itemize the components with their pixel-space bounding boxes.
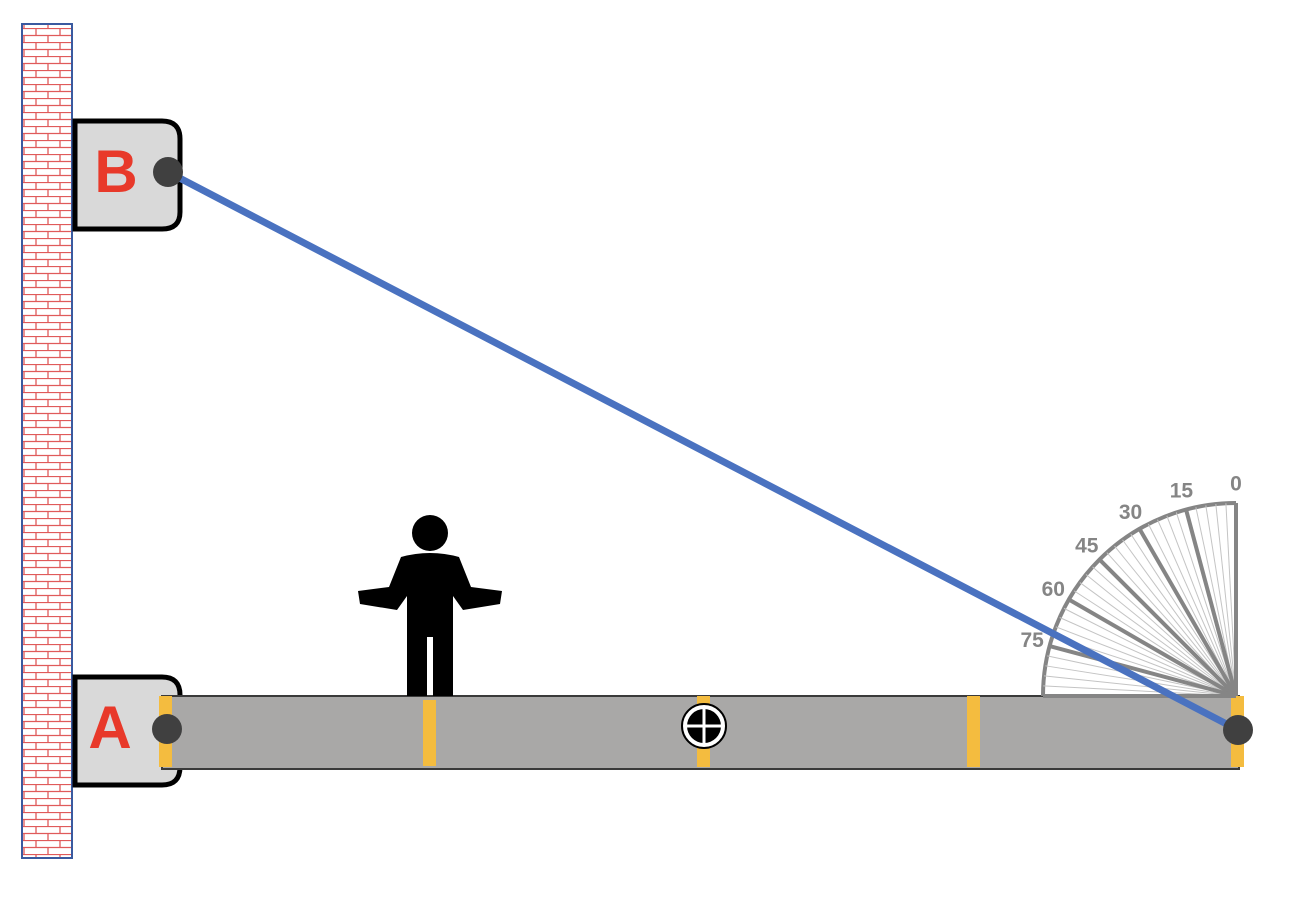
- bracket-a-label: A: [88, 694, 131, 761]
- beam-marker: [967, 696, 980, 767]
- protractor-minor-tick: [1044, 675, 1237, 697]
- protractor-major-tick: [1137, 527, 1238, 698]
- center-of-mass-icon: [681, 703, 727, 749]
- beam-marker: [423, 700, 436, 766]
- protractor-tick-label: 0: [1230, 473, 1242, 496]
- protractor: 0 15 30 45 60 75: [1021, 473, 1242, 698]
- protractor-tick-label: 45: [1075, 534, 1099, 557]
- protractor-minor-tick: [1059, 617, 1237, 697]
- bracket-b-label: B: [94, 138, 137, 205]
- brick-wall: [21, 23, 73, 859]
- cable: [164, 168, 1242, 734]
- protractor-minor-tick: [1122, 539, 1237, 697]
- protractor-minor-tick: [1114, 545, 1237, 697]
- protractor-minor-tick: [1085, 574, 1237, 697]
- protractor-minor-tick: [1079, 582, 1237, 697]
- protractor-major-tick: [1049, 644, 1237, 698]
- person-icon: [358, 515, 502, 696]
- protractor-major-tick: [1184, 509, 1238, 697]
- bracket-a: A: [72, 674, 183, 788]
- protractor-minor-tick: [1157, 519, 1237, 697]
- protractor-major-tick: [1067, 597, 1237, 698]
- pivot-a: [152, 714, 182, 744]
- protractor-major-tick: [1098, 558, 1238, 698]
- pivot-beam-end: [1223, 715, 1253, 745]
- protractor-minor-tick: [1055, 626, 1237, 697]
- protractor-tick-label: 60: [1042, 578, 1065, 601]
- pivot-b: [153, 157, 183, 187]
- bracket-b: B: [72, 118, 183, 232]
- protractor-tick-label: 15: [1170, 480, 1194, 503]
- protractor-tick-label: 30: [1119, 501, 1142, 524]
- beam-markers: [159, 696, 1244, 767]
- protractor-tick-label: 75: [1021, 629, 1045, 652]
- protractor-minor-tick: [1205, 505, 1237, 697]
- protractor-minor-tick: [1215, 504, 1237, 697]
- protractor-minor-tick: [1166, 515, 1237, 697]
